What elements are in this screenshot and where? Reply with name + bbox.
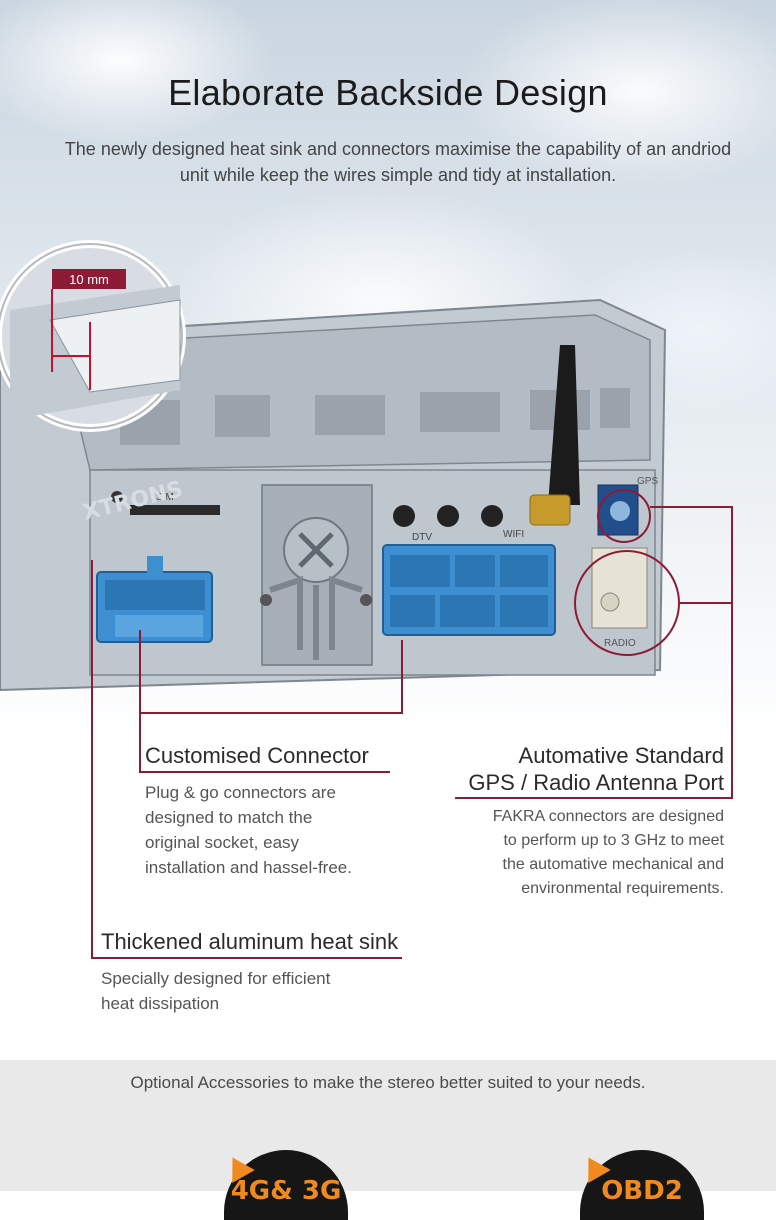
dtv-label: DTV	[412, 532, 432, 543]
heading-line: GPS / Radio Antenna Port	[468, 770, 724, 795]
heading-line: Automative Standard	[518, 743, 724, 768]
head-unit-backside-illustration: SIM DTV WIFI GPS RADIO XTRONS 10 mm	[0, 240, 680, 692]
sim-label: SIM	[156, 492, 174, 503]
antenna-port-heading: Automative Standard GPS / Radio Antenna …	[468, 742, 724, 796]
accessories-caption: Optional Accessories to make the stereo …	[130, 1073, 646, 1092]
body-line: heat dissipation	[101, 994, 220, 1013]
thickness-measure-label: 10 mm	[69, 272, 109, 287]
body-line: original socket, easy	[145, 833, 300, 852]
antenna-port-body: FAKRA connectors are designed to perform…	[424, 805, 724, 901]
body-line: FAKRA connectors are designed	[492, 808, 724, 825]
badge-label: 4G& 3G	[230, 1176, 342, 1206]
customised-connector-heading: Customised Connector	[145, 743, 369, 768]
heat-sink-heading: Thickened aluminum heat sink	[101, 929, 399, 954]
body-line: the automative mechanical and	[502, 856, 724, 873]
body-line: Specially designed for efficient	[101, 969, 331, 988]
callout-leader-lines	[91, 506, 733, 959]
body-line: installation and hassel-free.	[145, 858, 352, 877]
page-subtitle: The newly designed heat sink and connect…	[64, 139, 732, 185]
heat-sink-body: Specially designed for efficient heat di…	[101, 966, 401, 1016]
body-line: environmental requirements.	[521, 880, 724, 897]
wifi-label: WIFI	[503, 529, 524, 540]
page-title: Elaborate Backside Design	[168, 72, 608, 113]
body-line: designed to match the	[145, 808, 313, 827]
body-line: Plug & go connectors are	[145, 783, 336, 802]
gps-label: GPS	[637, 476, 658, 487]
radio-label: RADIO	[604, 638, 636, 649]
body-line: to perform up to 3 GHz to meet	[503, 832, 724, 849]
customised-connector-body: Plug & go connectors are designed to mat…	[145, 780, 405, 880]
badge-label: OBD2	[601, 1176, 683, 1206]
